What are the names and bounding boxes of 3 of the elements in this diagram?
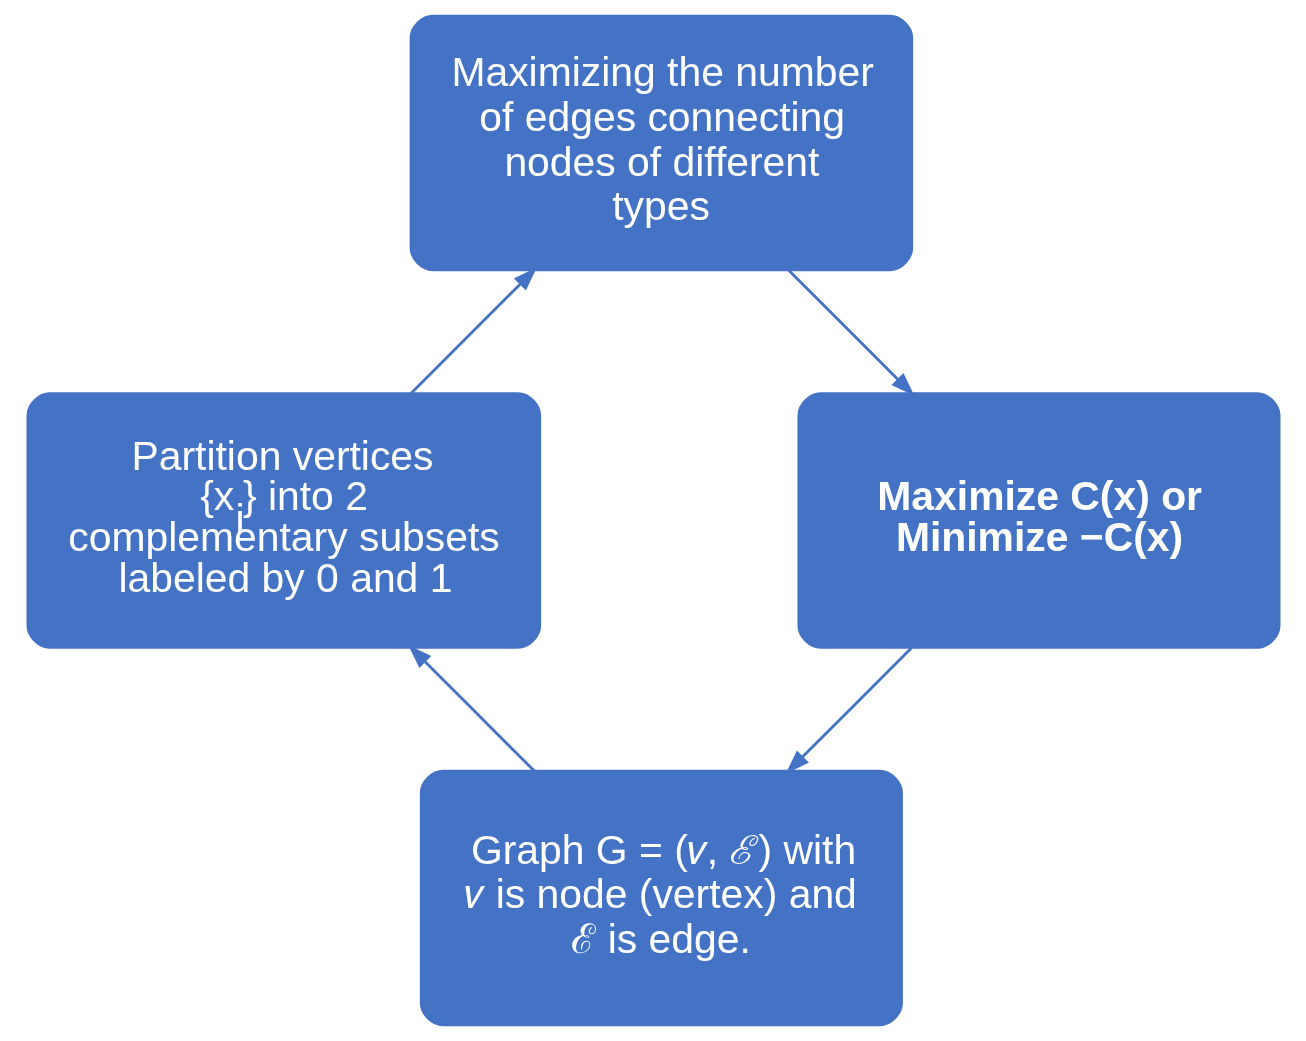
node-box: Maximize C(x) or Minimize −C(x) (796, 392, 1280, 649)
node-box: Maximizing the number of edges connecting nodes of different types (409, 14, 913, 272)
node-box: Graph G = (𝑣, ℰ) with 𝑣 is node (vertex) and ℰ is edge. (419, 769, 903, 1027)
